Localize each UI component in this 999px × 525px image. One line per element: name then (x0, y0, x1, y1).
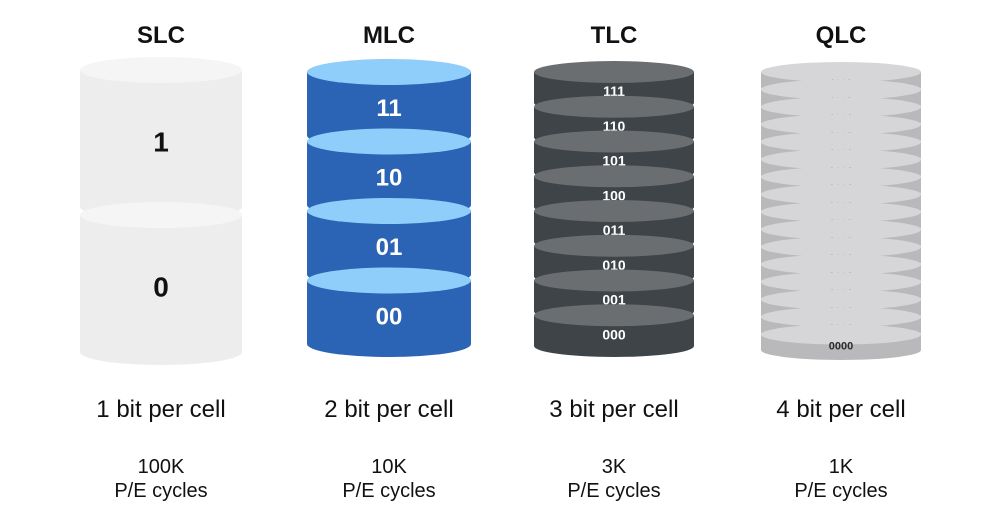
tlc-level-top (534, 269, 694, 292)
qlc-level-top (761, 219, 921, 240)
slc-cell-level: 1 (80, 57, 242, 220)
qlc-level-top (761, 272, 921, 292)
slc-cell-stack: 10 (80, 57, 242, 365)
qlc-level-top (761, 307, 921, 327)
mlc-column: MLC 11 10 01 00 2 bit per cell 10K P/E cycl… (289, 0, 489, 525)
qlc-level-top (761, 79, 921, 100)
mlc-cell-level: 01 (307, 198, 471, 288)
mlc-bits-per-cell: 2 bit per cell (324, 396, 454, 423)
qlc-bits-per-cell: 4 bit per cell (776, 396, 906, 423)
qlc-level-top (761, 254, 921, 275)
slc-title: SLC (137, 22, 185, 49)
mlc-level-body (307, 72, 471, 149)
tlc-level-label: 000 (602, 326, 626, 342)
mlc-endurance: 10K P/E cycles (289, 455, 489, 503)
qlc-title: QLC (815, 22, 867, 49)
qlc-level-top (761, 184, 921, 205)
mlc-level-label: 10 (376, 164, 403, 191)
qlc-column: QLC 111111101101110010111010100110000111… (741, 0, 941, 525)
qlc-level-top (761, 237, 921, 257)
tlc-bits-per-cell: 3 bit per cell (549, 396, 679, 423)
tlc-level-label: 100 (602, 187, 626, 203)
mlc-level-body (307, 211, 471, 288)
tlc-level-label: 001 (602, 292, 626, 308)
tlc-title: TLC (590, 22, 638, 49)
slc-level-body (80, 70, 242, 220)
slc-endurance-unit: P/E cycles (114, 480, 208, 502)
tlc-level-top (534, 130, 694, 153)
mlc-level-label: 01 (376, 234, 403, 261)
tlc-endurance-value: 3K (601, 456, 627, 478)
slc-level-label: 0 (153, 272, 169, 303)
mlc-level-top (307, 267, 471, 294)
tlc-level-top (534, 304, 694, 327)
mlc-cell-level: 00 (307, 267, 471, 357)
tlc-endurance-unit: P/E cycles (567, 480, 661, 502)
qlc-level-top (761, 149, 921, 170)
qlc-level-top (761, 202, 921, 222)
tlc-level-top (534, 61, 694, 83)
slc-level-body (80, 215, 242, 365)
mlc-level-top (307, 59, 471, 85)
tlc-level-label: 111 (603, 83, 625, 99)
qlc-level-top (761, 289, 921, 310)
qlc-level-top (761, 97, 921, 117)
slc-endurance-value: 100K (137, 456, 185, 478)
qlc-level-label: 0000 (829, 341, 853, 353)
tlc-level-label: 010 (602, 257, 626, 273)
mlc-endurance-unit: P/E cycles (342, 480, 436, 502)
qlc-level-top (761, 167, 921, 187)
slc-endurance: 100K P/E cycles (61, 455, 261, 503)
qlc-endurance-value: 1K (828, 456, 854, 478)
slc-cell-level: 0 (80, 202, 242, 365)
mlc-cell-level: 11 (307, 59, 471, 149)
tlc-level-label: 110 (603, 118, 626, 134)
slc-level-label: 1 (153, 127, 169, 158)
qlc-cell-level: 0000 (761, 324, 921, 360)
tlc-level-body (534, 315, 694, 357)
tlc-level-label: 101 (602, 153, 626, 169)
qlc-level-top (761, 62, 921, 82)
slc-level-top (80, 202, 242, 228)
slc-bits-per-cell: 1 bit per cell (96, 396, 226, 423)
mlc-cell-level: 10 (307, 128, 471, 218)
qlc-level-top (761, 324, 921, 345)
slc-level-top (80, 57, 242, 83)
tlc-endurance: 3K P/E cycles (514, 455, 714, 503)
mlc-level-top (307, 198, 471, 224)
mlc-level-label: 00 (376, 303, 403, 330)
qlc-cell-stack: 1111111011011100101110101001100001110110… (761, 62, 921, 360)
tlc-level-top (534, 234, 694, 257)
tlc-column: TLC 111 110 101 100 011 010 001 000 3 bit per c… (514, 0, 714, 525)
mlc-level-top (307, 128, 471, 155)
tlc-level-top (534, 165, 694, 188)
qlc-level-top (761, 114, 921, 135)
mlc-level-label: 11 (376, 95, 401, 122)
mlc-level-body (307, 280, 471, 357)
mlc-title: MLC (363, 22, 415, 49)
tlc-level-top (534, 200, 694, 222)
tlc-level-top (534, 95, 694, 118)
mlc-cell-stack: 11 10 01 00 (307, 59, 471, 357)
tlc-cell-stack: 111 110 101 100 011 010 001 000 (534, 61, 694, 357)
mlc-endurance-value: 10K (371, 456, 407, 478)
tlc-cell-level: 000 (534, 304, 694, 357)
qlc-level-top (761, 132, 921, 152)
qlc-endurance-unit: P/E cycles (794, 480, 888, 502)
qlc-endurance: 1K P/E cycles (741, 455, 941, 503)
mlc-level-body (307, 141, 471, 218)
tlc-level-label: 011 (603, 222, 626, 238)
